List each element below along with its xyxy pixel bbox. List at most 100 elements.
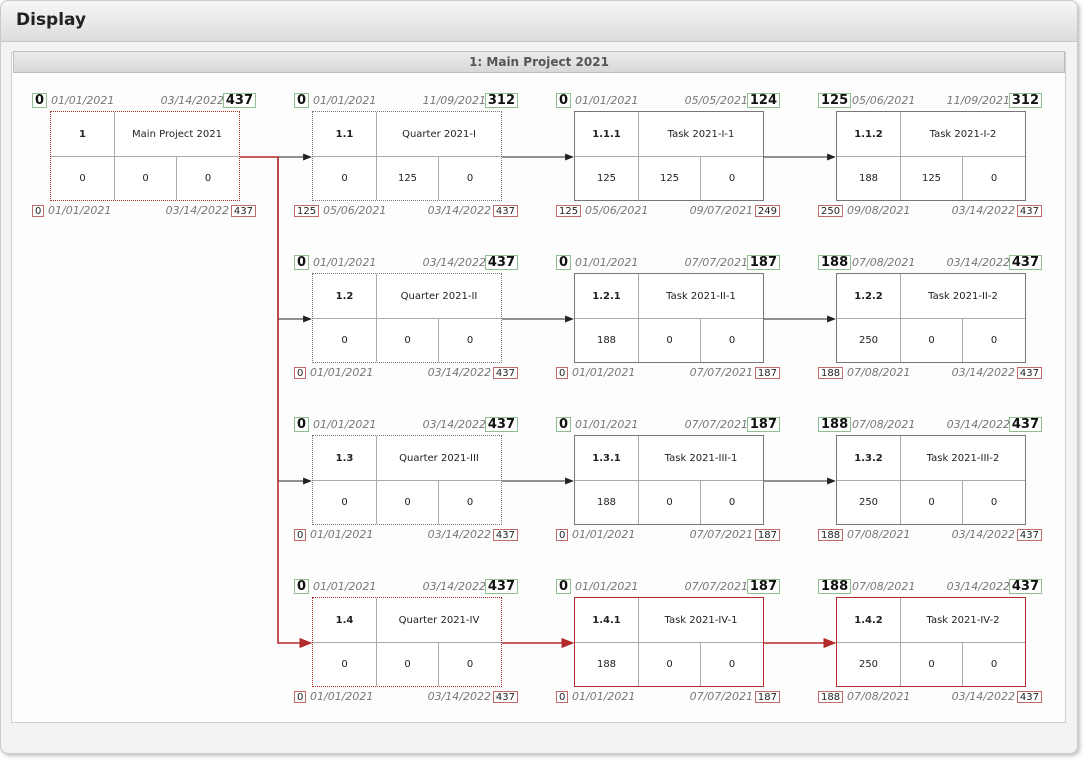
early-finish-date: 03/14/2022 <box>422 256 486 269</box>
node-name: Quarter 2021-IV <box>377 598 501 643</box>
node-id: 1.4.1 <box>575 598 639 643</box>
node-value-1: 250 <box>837 481 901 524</box>
late-start-value: 250 <box>818 205 844 217</box>
late-finish-value: 437 <box>1016 529 1042 541</box>
node-value-1: 0 <box>313 643 377 686</box>
early-finish-value: 124 <box>746 93 780 108</box>
section-title-bar[interactable]: 1: Main Project 2021 <box>13 51 1065 73</box>
early-finish-date: 03/14/2022 <box>422 580 486 593</box>
node-name: Main Project 2021 <box>115 112 239 157</box>
node-name: Task 2021-IV-2 <box>901 598 1025 643</box>
late-finish-value: 437 <box>492 529 518 541</box>
late-finish-date: 09/07/2021 <box>689 204 753 217</box>
late-start-value: 0 <box>556 529 569 541</box>
node-value-3: 0 <box>728 335 736 346</box>
node-name: Task 2021-III-2 <box>901 436 1025 481</box>
node-value-2: 0 <box>115 157 177 200</box>
late-start-value: 188 <box>818 367 844 379</box>
early-start-date: 01/01/2021 <box>575 94 639 107</box>
node-name: Task 2021-IV-1 <box>639 598 763 643</box>
node-value-3: 0 <box>728 173 736 184</box>
node-value-3: 0 <box>466 173 474 184</box>
node-name: Task 2021-I-2 <box>901 112 1025 157</box>
late-start-date: 07/08/2021 <box>847 366 911 379</box>
early-finish-date: 07/07/2021 <box>684 418 748 431</box>
node-id: 1.4 <box>313 598 377 643</box>
early-start-value: 0 <box>556 93 572 108</box>
early-start-date: 01/01/2021 <box>313 418 377 431</box>
node-value-3: 0 <box>466 335 474 346</box>
node-id: 1.4.2 <box>837 598 901 643</box>
node-value-3: 0 <box>990 659 998 670</box>
late-start-date: 01/01/2021 <box>310 366 374 379</box>
late-finish-date: 07/07/2021 <box>689 528 753 541</box>
early-start-date: 01/01/2021 <box>575 418 639 431</box>
node-value-3: 0 <box>990 497 998 508</box>
node-value-3: 0 <box>728 497 736 508</box>
early-finish-value: 187 <box>746 255 780 270</box>
node-name: Task 2021-II-1 <box>639 274 763 319</box>
node-value-2: 125 <box>377 157 439 200</box>
node-value-1: 0 <box>313 157 377 200</box>
node-value-3: 0 <box>466 497 474 508</box>
early-start-value: 0 <box>294 93 310 108</box>
node-id: 1.2.1 <box>575 274 639 319</box>
node-id: 1.3 <box>313 436 377 481</box>
node-name: Task 2021-II-2 <box>901 274 1025 319</box>
early-start-date: 01/01/2021 <box>313 580 377 593</box>
node-value-3: 0 <box>728 659 736 670</box>
node-id: 1.2 <box>313 274 377 319</box>
early-finish-value: 437 <box>1008 579 1042 594</box>
early-start-date: 07/08/2021 <box>852 256 916 269</box>
early-finish-value: 187 <box>746 417 780 432</box>
early-finish-date: 07/07/2021 <box>684 256 748 269</box>
late-start-date: 01/01/2021 <box>572 528 636 541</box>
early-start-value: 0 <box>32 93 48 108</box>
late-start-value: 0 <box>556 691 569 703</box>
node-value-1: 188 <box>837 157 901 200</box>
late-finish-date: 03/14/2022 <box>165 204 229 217</box>
late-start-date: 09/08/2021 <box>847 204 911 217</box>
node-value-1: 0 <box>51 157 115 200</box>
node-value-1: 250 <box>837 319 901 362</box>
node-value-2: 0 <box>639 643 701 686</box>
late-finish-value: 437 <box>492 205 518 217</box>
early-finish-value: 437 <box>484 255 518 270</box>
node-value-3: 0 <box>990 173 998 184</box>
node-value-3: 0 <box>990 335 998 346</box>
late-finish-date: 07/07/2021 <box>689 366 753 379</box>
node-id: 1.1.2 <box>837 112 901 157</box>
early-finish-value: 437 <box>222 93 256 108</box>
node-value-1: 125 <box>575 157 639 200</box>
late-start-value: 125 <box>294 205 320 217</box>
node-id: 1.1.1 <box>575 112 639 157</box>
node-name: Task 2021-I-1 <box>639 112 763 157</box>
node-name: Task 2021-III-1 <box>639 436 763 481</box>
late-start-date: 01/01/2021 <box>572 690 636 703</box>
node-value-1: 188 <box>575 319 639 362</box>
node-value-3: 0 <box>204 173 212 184</box>
late-start-date: 07/08/2021 <box>847 690 911 703</box>
early-finish-value: 437 <box>1008 255 1042 270</box>
early-finish-value: 312 <box>484 93 518 108</box>
late-start-date: 01/01/2021 <box>310 528 374 541</box>
late-start-date: 07/08/2021 <box>847 528 911 541</box>
late-start-date: 01/01/2021 <box>48 204 112 217</box>
node-value-1: 188 <box>575 643 639 686</box>
node-value-2: 0 <box>639 481 701 524</box>
node-value-2: 125 <box>639 157 701 200</box>
late-start-value: 188 <box>818 691 844 703</box>
